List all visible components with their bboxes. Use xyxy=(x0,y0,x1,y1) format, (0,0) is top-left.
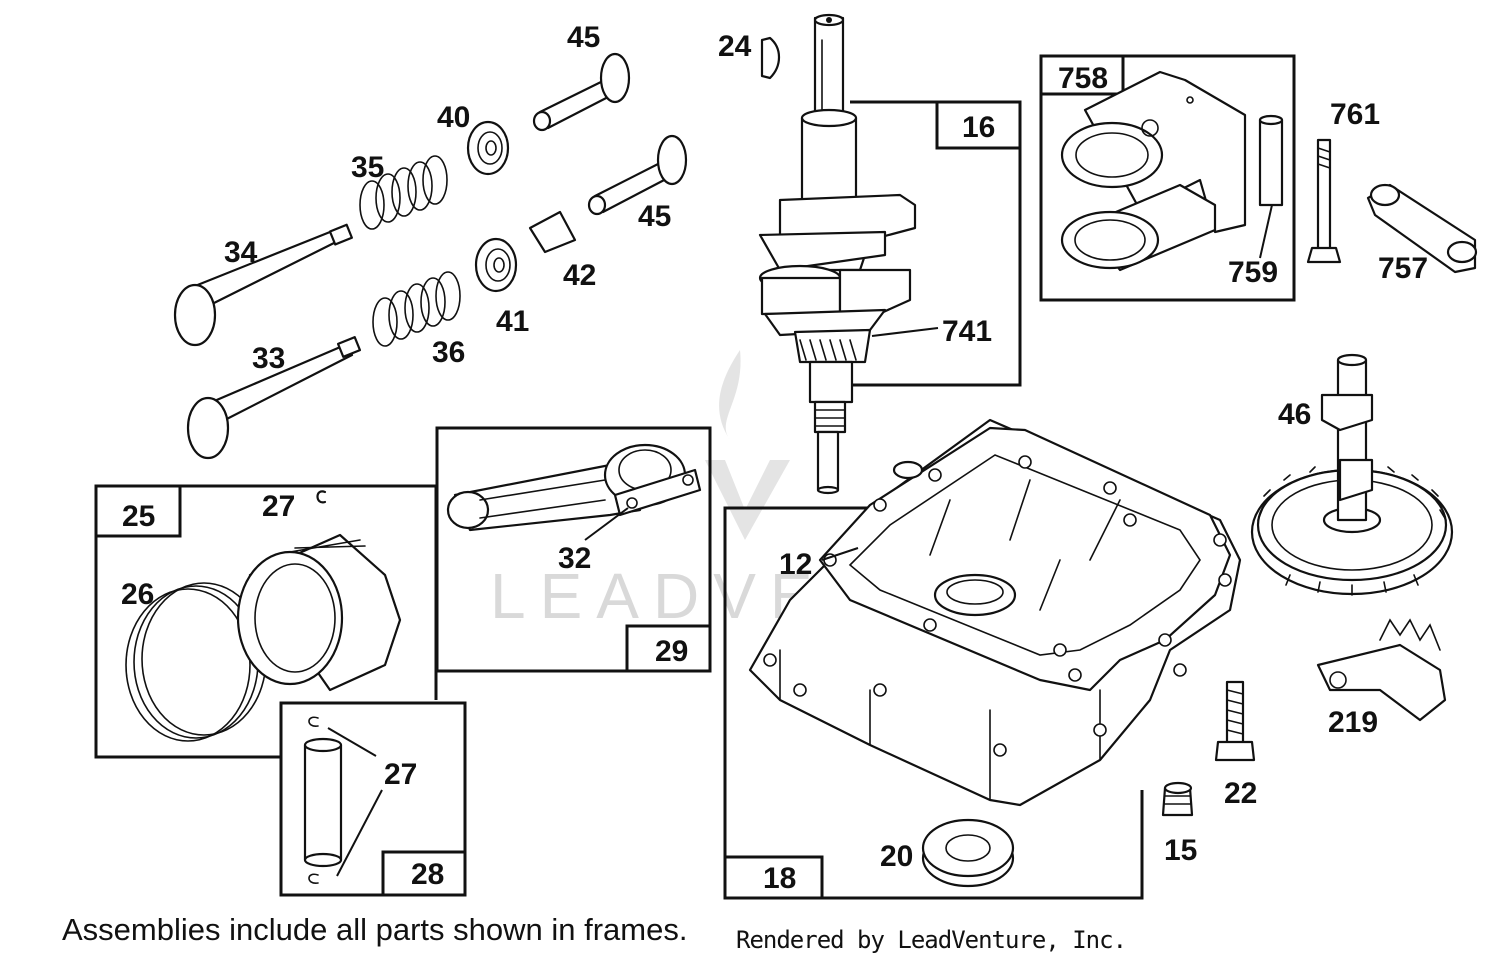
callout-46: 46 xyxy=(1278,398,1311,431)
link-757 xyxy=(1366,183,1478,274)
crankcase-cover-12 xyxy=(748,418,1242,807)
tappet-45-lower xyxy=(587,134,688,216)
callout-20: 20 xyxy=(880,840,913,873)
camshaft-46 xyxy=(1250,353,1454,596)
callout-757: 757 xyxy=(1378,252,1428,285)
bolt-22 xyxy=(1214,680,1256,762)
callout-33: 33 xyxy=(252,342,285,375)
woodruff-key-24 xyxy=(760,36,781,80)
render-credit: Rendered by LeadVenture, Inc. xyxy=(736,926,1127,954)
callout-761: 761 xyxy=(1330,98,1380,131)
assemblies-footnote: Assemblies include all parts shown in fr… xyxy=(62,912,688,947)
valve-collet-42 xyxy=(528,210,577,254)
callout-758: 758 xyxy=(1058,62,1108,95)
callout-219: 219 xyxy=(1328,706,1378,739)
callout-35: 35 xyxy=(351,151,384,184)
callout-32: 32 xyxy=(558,542,591,575)
frame-18 xyxy=(723,506,1144,900)
callout-24: 24 xyxy=(718,30,752,63)
callout-27-pin: 27 xyxy=(384,758,417,791)
callout-26: 26 xyxy=(121,578,154,611)
callout-42: 42 xyxy=(563,259,596,292)
callout-29: 29 xyxy=(655,635,688,668)
drain-plug-15 xyxy=(1161,781,1194,817)
callout-numbers: 45 24 40 16 758 35 45 761 34 42 759 757 … xyxy=(121,21,1428,895)
piston xyxy=(236,533,402,692)
callout-759: 759 xyxy=(1228,256,1278,289)
callout-27-piston: 27 xyxy=(262,490,295,523)
crankshaft-741 xyxy=(758,13,917,495)
callout-18: 18 xyxy=(763,862,796,895)
valve-33 xyxy=(186,336,362,460)
bolt-761 xyxy=(1306,138,1342,264)
valve-34 xyxy=(173,223,353,347)
connecting-rod-32 xyxy=(446,443,702,532)
callout-41: 41 xyxy=(496,305,529,338)
leader-lines xyxy=(327,204,1273,877)
oil-seal-20 xyxy=(921,818,1015,888)
frame-758 xyxy=(1039,54,1296,302)
governor-219 xyxy=(1316,618,1447,722)
callout-36: 36 xyxy=(432,336,465,369)
callout-28: 28 xyxy=(411,858,444,891)
callout-25: 25 xyxy=(122,500,155,533)
valve-spring-35 xyxy=(359,155,448,230)
callout-34: 34 xyxy=(224,236,258,269)
balancer-assembly-758 xyxy=(1060,70,1247,272)
callout-45-upper: 45 xyxy=(567,21,600,54)
callout-45-lower: 45 xyxy=(638,200,671,233)
frame-28 xyxy=(279,701,467,897)
frame-16 xyxy=(850,100,1022,387)
dowel-pin-759 xyxy=(1258,114,1284,207)
frame-29 xyxy=(435,426,712,673)
tappet-45-upper xyxy=(532,52,631,132)
callout-16: 16 xyxy=(962,111,995,144)
callout-22: 22 xyxy=(1224,777,1257,810)
valve-retainer-41 xyxy=(474,237,518,293)
callout-741: 741 xyxy=(942,315,992,348)
callout-12: 12 xyxy=(779,548,812,581)
callout-40: 40 xyxy=(437,101,470,134)
piston-pin-clip-27a xyxy=(316,490,327,504)
valve-retainer-40 xyxy=(466,120,510,176)
callout-15: 15 xyxy=(1164,834,1197,867)
valve-spring-36 xyxy=(372,271,461,347)
piston-pin-28 xyxy=(303,716,343,884)
